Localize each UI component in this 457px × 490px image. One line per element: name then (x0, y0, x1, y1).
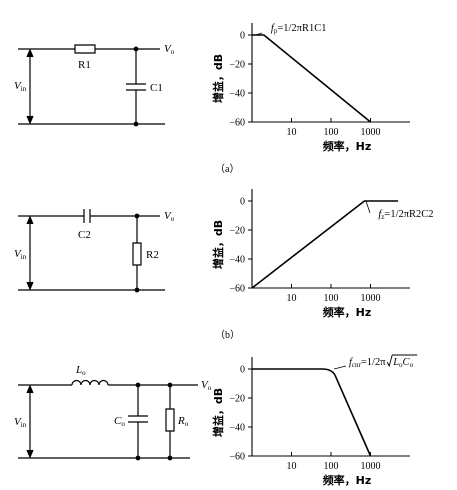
x-tick-label: 1000 (361, 293, 381, 304)
circuit-b-vout-label: Vo (164, 210, 175, 223)
circuit-a-vout-label: Vo (164, 43, 175, 56)
resistor-r1 (75, 45, 95, 53)
x-tick-label: 100 (324, 293, 339, 304)
y-tick-label: 0 (240, 31, 245, 42)
x-axis-label: 频率，Hz (323, 305, 372, 319)
annotation-leader (256, 33, 262, 35)
bode-chart-lowpass-rc: 0 −20 −40 −60 10 100 1000 增益，dB 频率，Hz fp=1/2πR1C1 (211, 23, 410, 153)
circuit-a-ground-node (134, 122, 138, 126)
annotation-f: f (349, 357, 354, 368)
bode-chart-lowpass-lc: 0 −20 −40 −60 10 100 1000 增益，dB 频率，Hz fcnr=1/2π Lo… (211, 355, 417, 487)
caption-b: （b） (215, 329, 240, 341)
x-tick-label: 100 (324, 461, 339, 472)
x-tick-label: 10 (287, 461, 297, 472)
circuit-a (18, 45, 165, 126)
annotation-leader (366, 201, 370, 213)
y-tick-label: −20 (229, 226, 245, 237)
annotation-sub: z (381, 213, 384, 221)
annotation-formula: =1/2πR2C2 (384, 209, 433, 220)
circuit-a-vin-label: Vin (14, 80, 27, 93)
x-tick-label: 100 (324, 127, 339, 138)
capacitor-c2-label: C2 (78, 229, 91, 241)
inductor-lo (72, 381, 108, 386)
resistor-r2-label: R2 (146, 249, 159, 261)
circuit-b-ground-node (135, 288, 139, 292)
y-axis-label: 增益，dB (211, 220, 225, 269)
y-tick-label: 0 (240, 197, 245, 208)
circuit-b-vin-label: Vin (14, 248, 27, 261)
cutoff-annotation: fp=1/2πR1C1 (271, 23, 327, 35)
caption-a: （a） (215, 163, 239, 175)
y-tick-label: 0 (240, 365, 245, 376)
x-axis-label: 频率，Hz (323, 473, 372, 487)
y-tick-label: −60 (229, 452, 245, 463)
gain-curve (252, 201, 398, 288)
circuit-b-vin-arrow-up (27, 217, 33, 224)
y-tick-label: −60 (229, 118, 245, 129)
x-tick-label: 10 (287, 293, 297, 304)
circuit-a-vin-arrow-up (27, 50, 33, 57)
y-axis-label: 增益，dB (211, 54, 225, 103)
annotation-leader (334, 366, 346, 369)
y-tick-label: −40 (229, 255, 245, 266)
circuit-c-vin-label: Vin (14, 416, 27, 429)
annotation-sub: cnr (352, 361, 362, 369)
radical-content: LoCo (392, 357, 413, 369)
y-tick-label: −20 (229, 60, 245, 71)
y-tick-label: −20 (229, 394, 245, 405)
capacitor-co-label: Co (114, 415, 125, 428)
resistor-r2 (133, 243, 141, 265)
circuit-c-vin-arrow-up (27, 386, 33, 393)
circuit-c-vin-arrow-down (27, 450, 33, 457)
circuit-a-vin-arrow-down (27, 116, 33, 123)
circuit-c (18, 381, 198, 460)
annotation-formula: =1/2π (361, 357, 386, 368)
resistor-ro-label: Ro (177, 415, 189, 428)
annotation-f: f (271, 23, 276, 34)
radical-sign (387, 355, 417, 366)
cutoff-annotation: fcnr=1/2π (349, 357, 386, 369)
gain-curve (252, 35, 371, 122)
capacitor-c1-label: C1 (150, 82, 163, 94)
cutoff-annotation: fz=1/2πR2C2 (378, 209, 433, 221)
resistor-r1-label: R1 (78, 59, 91, 71)
circuit-b (18, 209, 165, 292)
circuit-c-ground-node-2 (168, 456, 172, 460)
y-tick-label: −60 (229, 284, 245, 295)
circuit-c-vout-label: Vo (201, 379, 212, 392)
x-axis-label: 频率，Hz (323, 139, 372, 153)
x-tick-label: 1000 (361, 461, 381, 472)
annotation-f: f (378, 209, 383, 220)
x-tick-label: 10 (287, 127, 297, 138)
y-tick-label: −40 (229, 423, 245, 434)
annotation-sub: p (274, 27, 278, 35)
circuit-b-vin-arrow-down (27, 282, 33, 289)
gain-curve (252, 369, 371, 456)
bode-chart-highpass-rc: 0 −20 −40 −60 10 100 1000 增益，dB 频率，Hz fz=1/2πR2C2 (211, 189, 434, 319)
inductor-lo-label: Lo (75, 364, 86, 377)
x-tick-label: 1000 (361, 127, 381, 138)
resistor-ro (166, 409, 174, 431)
y-tick-label: −40 (229, 89, 245, 100)
y-axis-label: 增益，dB (211, 388, 225, 437)
annotation-formula: =1/2πR1C1 (277, 23, 326, 34)
circuit-c-ground-node-1 (136, 456, 140, 460)
